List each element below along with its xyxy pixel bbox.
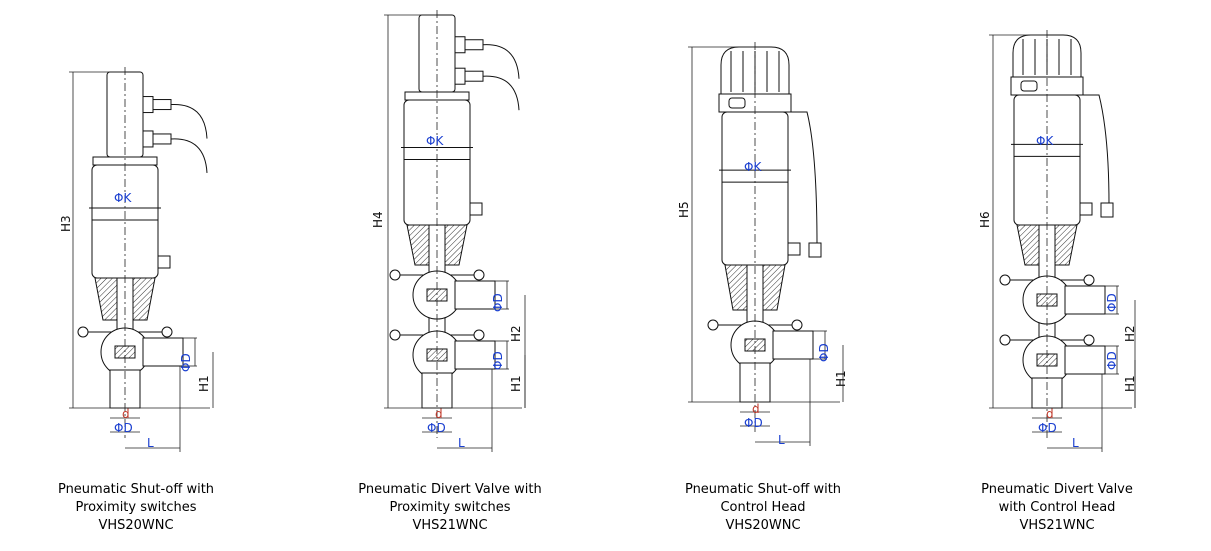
caption-valve-4: Pneumatic Divert Valve with Control Head… — [927, 481, 1187, 535]
proximity-switch — [454, 36, 466, 54]
caption-model: VHS20WNC — [725, 518, 801, 533]
height-h6-label: H6 — [978, 211, 992, 228]
valve-3-labels: ΦK H5 ΦD H1 d ΦD L — [677, 160, 848, 447]
valve-1-labels: ΦK H3 ΦD H1 d ΦD L — [59, 191, 211, 450]
side-outlet-pipe — [1064, 345, 1106, 375]
clamp-bolt — [473, 329, 485, 341]
proximity-switch-body — [152, 133, 172, 145]
side-diameter-label: ΦD — [179, 353, 193, 372]
clamp-bolt — [473, 269, 485, 281]
height-h5-label: H5 — [677, 201, 691, 218]
caption-model: VHS20WNC — [98, 518, 174, 533]
side-diameter-label: ΦD — [817, 343, 831, 362]
height-h2-label: H2 — [1123, 325, 1137, 342]
valve-2-labels: ΦK H4 ΦD H2 ΦD H1 d ΦD L — [371, 134, 523, 450]
clamp-bolt — [999, 274, 1011, 286]
air-fitting — [787, 242, 801, 256]
proximity-switch — [142, 96, 154, 114]
clamp-bolt — [161, 326, 173, 338]
control-cable — [1083, 94, 1110, 206]
proximity-switch-body — [152, 99, 172, 111]
length-l-label: L — [778, 433, 785, 447]
length-l-label: L — [458, 436, 465, 450]
bottom-diameter-label: ΦD — [744, 416, 763, 430]
side-diameter-label: ΦD — [491, 351, 505, 370]
air-fitting — [1079, 202, 1093, 216]
length-l-label: L — [1072, 436, 1079, 450]
side-outlet-pipe — [1064, 285, 1106, 315]
clamp-bolt — [791, 319, 803, 331]
caption-valve-1: Pneumatic Shut-off with Proximity switch… — [6, 481, 266, 535]
clamp-bolt — [999, 334, 1011, 346]
caption-line: Proximity switches — [389, 500, 511, 515]
length-l-label: L — [147, 436, 154, 450]
caption-line: Pneumatic Divert Valve with — [358, 482, 542, 497]
side-outlet-pipe — [454, 280, 496, 310]
diameter-k-label: ΦK — [1036, 134, 1054, 148]
inner-diameter-label: d — [122, 407, 130, 421]
inner-diameter-label: d — [1046, 407, 1054, 421]
sensor-cable — [482, 75, 520, 111]
clamp-bolt — [389, 269, 401, 281]
bottom-diameter-label: ΦD — [1038, 421, 1057, 435]
clamp-bolt — [707, 319, 719, 331]
inner-diameter-label: d — [752, 402, 760, 416]
clamp-bolt — [1083, 274, 1095, 286]
valve-3 — [688, 42, 844, 446]
caption-line: Pneumatic Divert Valve — [981, 482, 1133, 497]
upper-side-diameter-label: ΦD — [1105, 293, 1119, 312]
height-h1-label: H1 — [197, 375, 211, 392]
indicator-window — [1020, 80, 1038, 92]
cable-connector — [1100, 202, 1114, 218]
height-h2-label: H2 — [509, 325, 523, 342]
inner-diameter-label: d — [435, 407, 443, 421]
proximity-switch-body — [464, 39, 484, 51]
caption-line: Control Head — [720, 500, 806, 515]
caption-valve-3: Pneumatic Shut-off with Control Head VHS… — [633, 481, 893, 535]
caption-line: Pneumatic Shut-off with — [684, 482, 842, 497]
height-h3-label: H3 — [59, 215, 73, 232]
side-outlet-pipe — [142, 337, 184, 367]
proximity-switch-body — [464, 70, 484, 82]
air-fitting — [157, 255, 171, 269]
clamp-bolt — [389, 329, 401, 341]
cable-connector — [808, 242, 822, 258]
side-diameter-label: ΦD — [1105, 351, 1119, 370]
height-h1-label: H1 — [1123, 375, 1137, 392]
sensor-cable — [170, 138, 208, 173]
diameter-k-label: ΦK — [114, 191, 132, 205]
diameter-k-label: ΦK — [744, 160, 762, 174]
caption-valve-2: Pneumatic Divert Valve with Proximity sw… — [320, 481, 580, 535]
control-cable — [791, 111, 818, 246]
valve-4 — [989, 30, 1136, 452]
side-outlet-pipe — [772, 330, 814, 360]
caption-line: with Control Head — [998, 500, 1116, 515]
bottom-diameter-label: ΦD — [427, 421, 446, 435]
height-h1-label: H1 — [834, 370, 848, 387]
caption-line: Pneumatic Shut-off with — [57, 482, 215, 497]
indicator-window — [728, 97, 746, 109]
height-h1-label: H1 — [509, 375, 523, 392]
clamp-bolt — [77, 326, 89, 338]
proximity-switch — [142, 130, 154, 148]
upper-side-diameter-label: ΦD — [491, 293, 505, 312]
caption-model: VHS21WNC — [1019, 518, 1095, 533]
valve-2 — [384, 10, 526, 452]
air-fitting — [469, 202, 483, 216]
bottom-diameter-label: ΦD — [114, 421, 133, 435]
sensor-cable — [482, 44, 520, 79]
caption-model: VHS21WNC — [412, 518, 488, 533]
diameter-k-label: ΦK — [426, 134, 444, 148]
proximity-switch — [454, 67, 466, 85]
valve-4-labels: ΦK H6 ΦD H2 ΦD H1 d ΦD L — [978, 134, 1137, 450]
caption-line: Proximity switches — [75, 500, 197, 515]
height-h4-label: H4 — [371, 211, 385, 228]
side-outlet-pipe — [454, 340, 496, 370]
clamp-bolt — [1083, 334, 1095, 346]
valve-1 — [69, 67, 214, 452]
sensor-cable — [170, 104, 208, 139]
